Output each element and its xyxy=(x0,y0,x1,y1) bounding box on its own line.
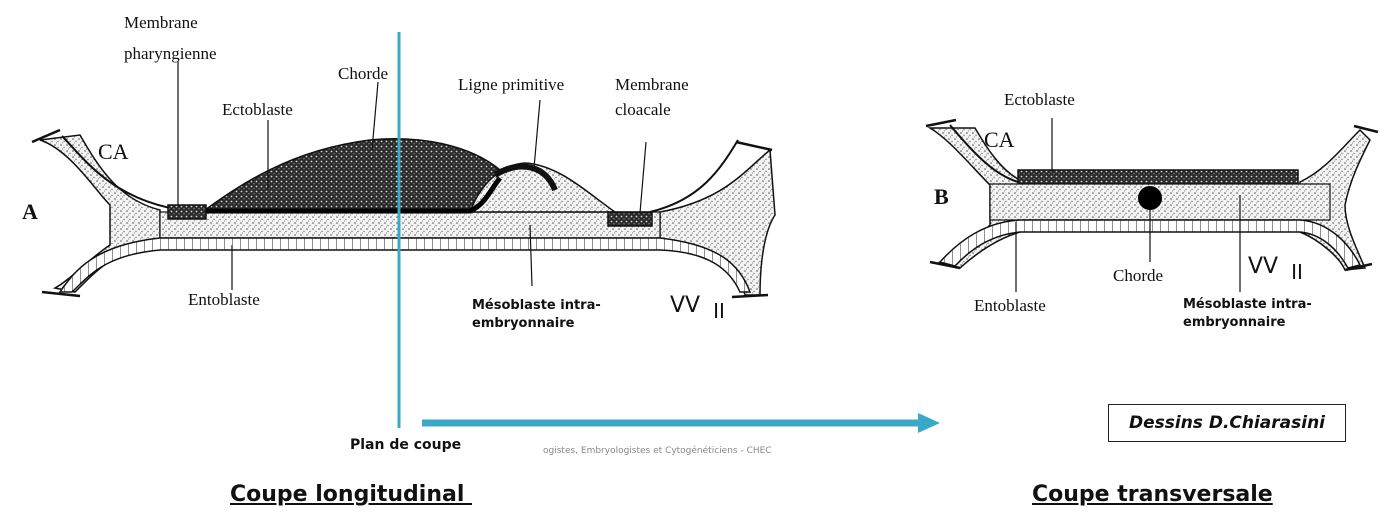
caption-transversal: Coupe transversale xyxy=(1032,482,1273,507)
label-vv-b: VV II xyxy=(1248,257,1303,276)
caption-longitudinal: Coupe longitudinal xyxy=(230,482,472,507)
label-ectoblaste-b: Ectoblaste xyxy=(1004,90,1075,109)
label-membrane-pharyngienne-1: Membrane xyxy=(124,13,198,32)
plan-de-coupe-label: Plan de coupe xyxy=(350,437,461,453)
label-chorde-a: Chorde xyxy=(338,64,388,83)
pharyngeal-membrane-a xyxy=(168,205,206,219)
label-entoblaste-a: Entoblaste xyxy=(188,290,260,309)
entoblast-row-a xyxy=(60,238,750,292)
ectoblast-dome-a xyxy=(205,139,501,212)
amnion-right-arm-a xyxy=(660,150,775,295)
label-vv-a-main: VV xyxy=(670,293,700,318)
label-mesoblaste-a-1: Mésoblaste intra- xyxy=(472,297,601,314)
label-mesoblaste-a-2: embryonnaire xyxy=(472,315,574,332)
label-membrane-cloacale-2: cloacale xyxy=(615,100,671,119)
label-vv-a: VV II xyxy=(670,296,725,315)
mesoblast-region-a xyxy=(160,212,660,238)
direction-arrow-head xyxy=(918,413,940,433)
label-membrane-pharyngienne-2: pharyngienne xyxy=(124,44,217,63)
credit-box: Dessins D.Chiarasini xyxy=(1108,404,1346,442)
label-vv-b-main: VV xyxy=(1248,254,1278,279)
label-mesoblaste-b-1: Mésoblaste intra- xyxy=(1183,296,1312,313)
panel-letter-a: A xyxy=(22,202,38,221)
ectoblast-band-b xyxy=(1018,170,1298,184)
label-ca-a: CA xyxy=(98,142,129,161)
cloacal-membrane-a xyxy=(608,212,652,226)
label-ligne-primitive: Ligne primitive xyxy=(458,75,564,94)
label-entoblaste-b: Entoblaste xyxy=(974,296,1046,315)
panel-letter-b: B xyxy=(934,187,949,206)
label-ectoblaste-a: Ectoblaste xyxy=(222,100,293,119)
label-chorde-b: Chorde xyxy=(1113,266,1163,285)
footer-text: ogistes, Embryologistes et Cytogénéticie… xyxy=(543,446,772,456)
label-mesoblaste-b-2: embryonnaire xyxy=(1183,314,1285,331)
label-vv-b-sub: II xyxy=(1291,260,1303,284)
label-ca-b: CA xyxy=(984,130,1015,149)
label-membrane-cloacale-1: Membrane xyxy=(615,75,689,94)
label-vv-a-sub: II xyxy=(713,299,725,323)
notochord-b xyxy=(1138,186,1162,210)
